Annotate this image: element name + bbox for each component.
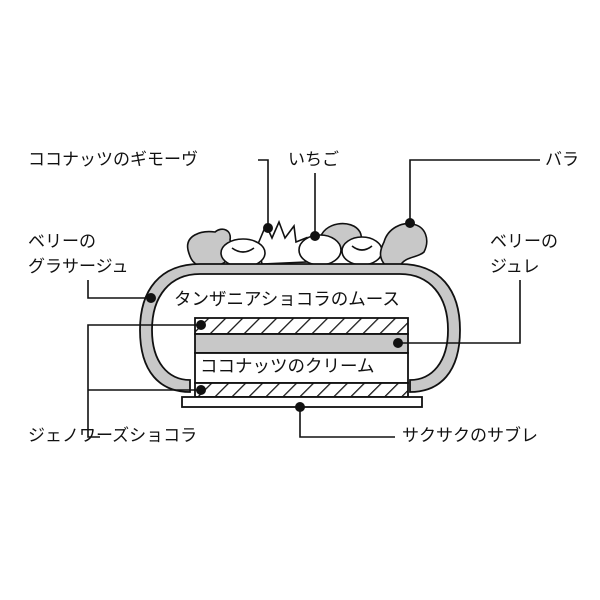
label-jelly-line2: ジュレ	[490, 257, 540, 277]
rose	[379, 222, 428, 267]
label-rose: バラ	[545, 150, 579, 170]
label-marshmallow: ココナッツのギモーヴ	[28, 150, 198, 170]
label-sable: サクサクのサブレ	[402, 426, 538, 446]
label-strawberry: いちご	[288, 150, 339, 170]
genoise-bottom	[194, 382, 409, 398]
label-mousse: タンザニアショコラのムース	[174, 290, 400, 310]
toppings	[186, 219, 428, 268]
label-cream: ココナッツのクリーム	[200, 357, 375, 377]
genoise-top	[194, 317, 409, 335]
label-jelly-line1: ベリーの	[490, 232, 558, 252]
berry-jelly-layer	[194, 333, 409, 354]
marshmallow-spiky	[257, 219, 308, 265]
label-genoise: ジェノワーズショコラ	[28, 426, 198, 446]
marshmallow-right	[341, 236, 383, 266]
coconut-cream-layer	[194, 352, 409, 384]
glacage-dome	[139, 263, 461, 393]
leader-lines	[87, 159, 540, 438]
label-glacage-line2: グラサージュ	[28, 257, 129, 277]
marshmallow-left	[220, 238, 266, 268]
label-glacage-line1: ベリーの	[28, 232, 96, 252]
strawberry	[298, 234, 342, 266]
leader-dots	[146, 218, 415, 412]
